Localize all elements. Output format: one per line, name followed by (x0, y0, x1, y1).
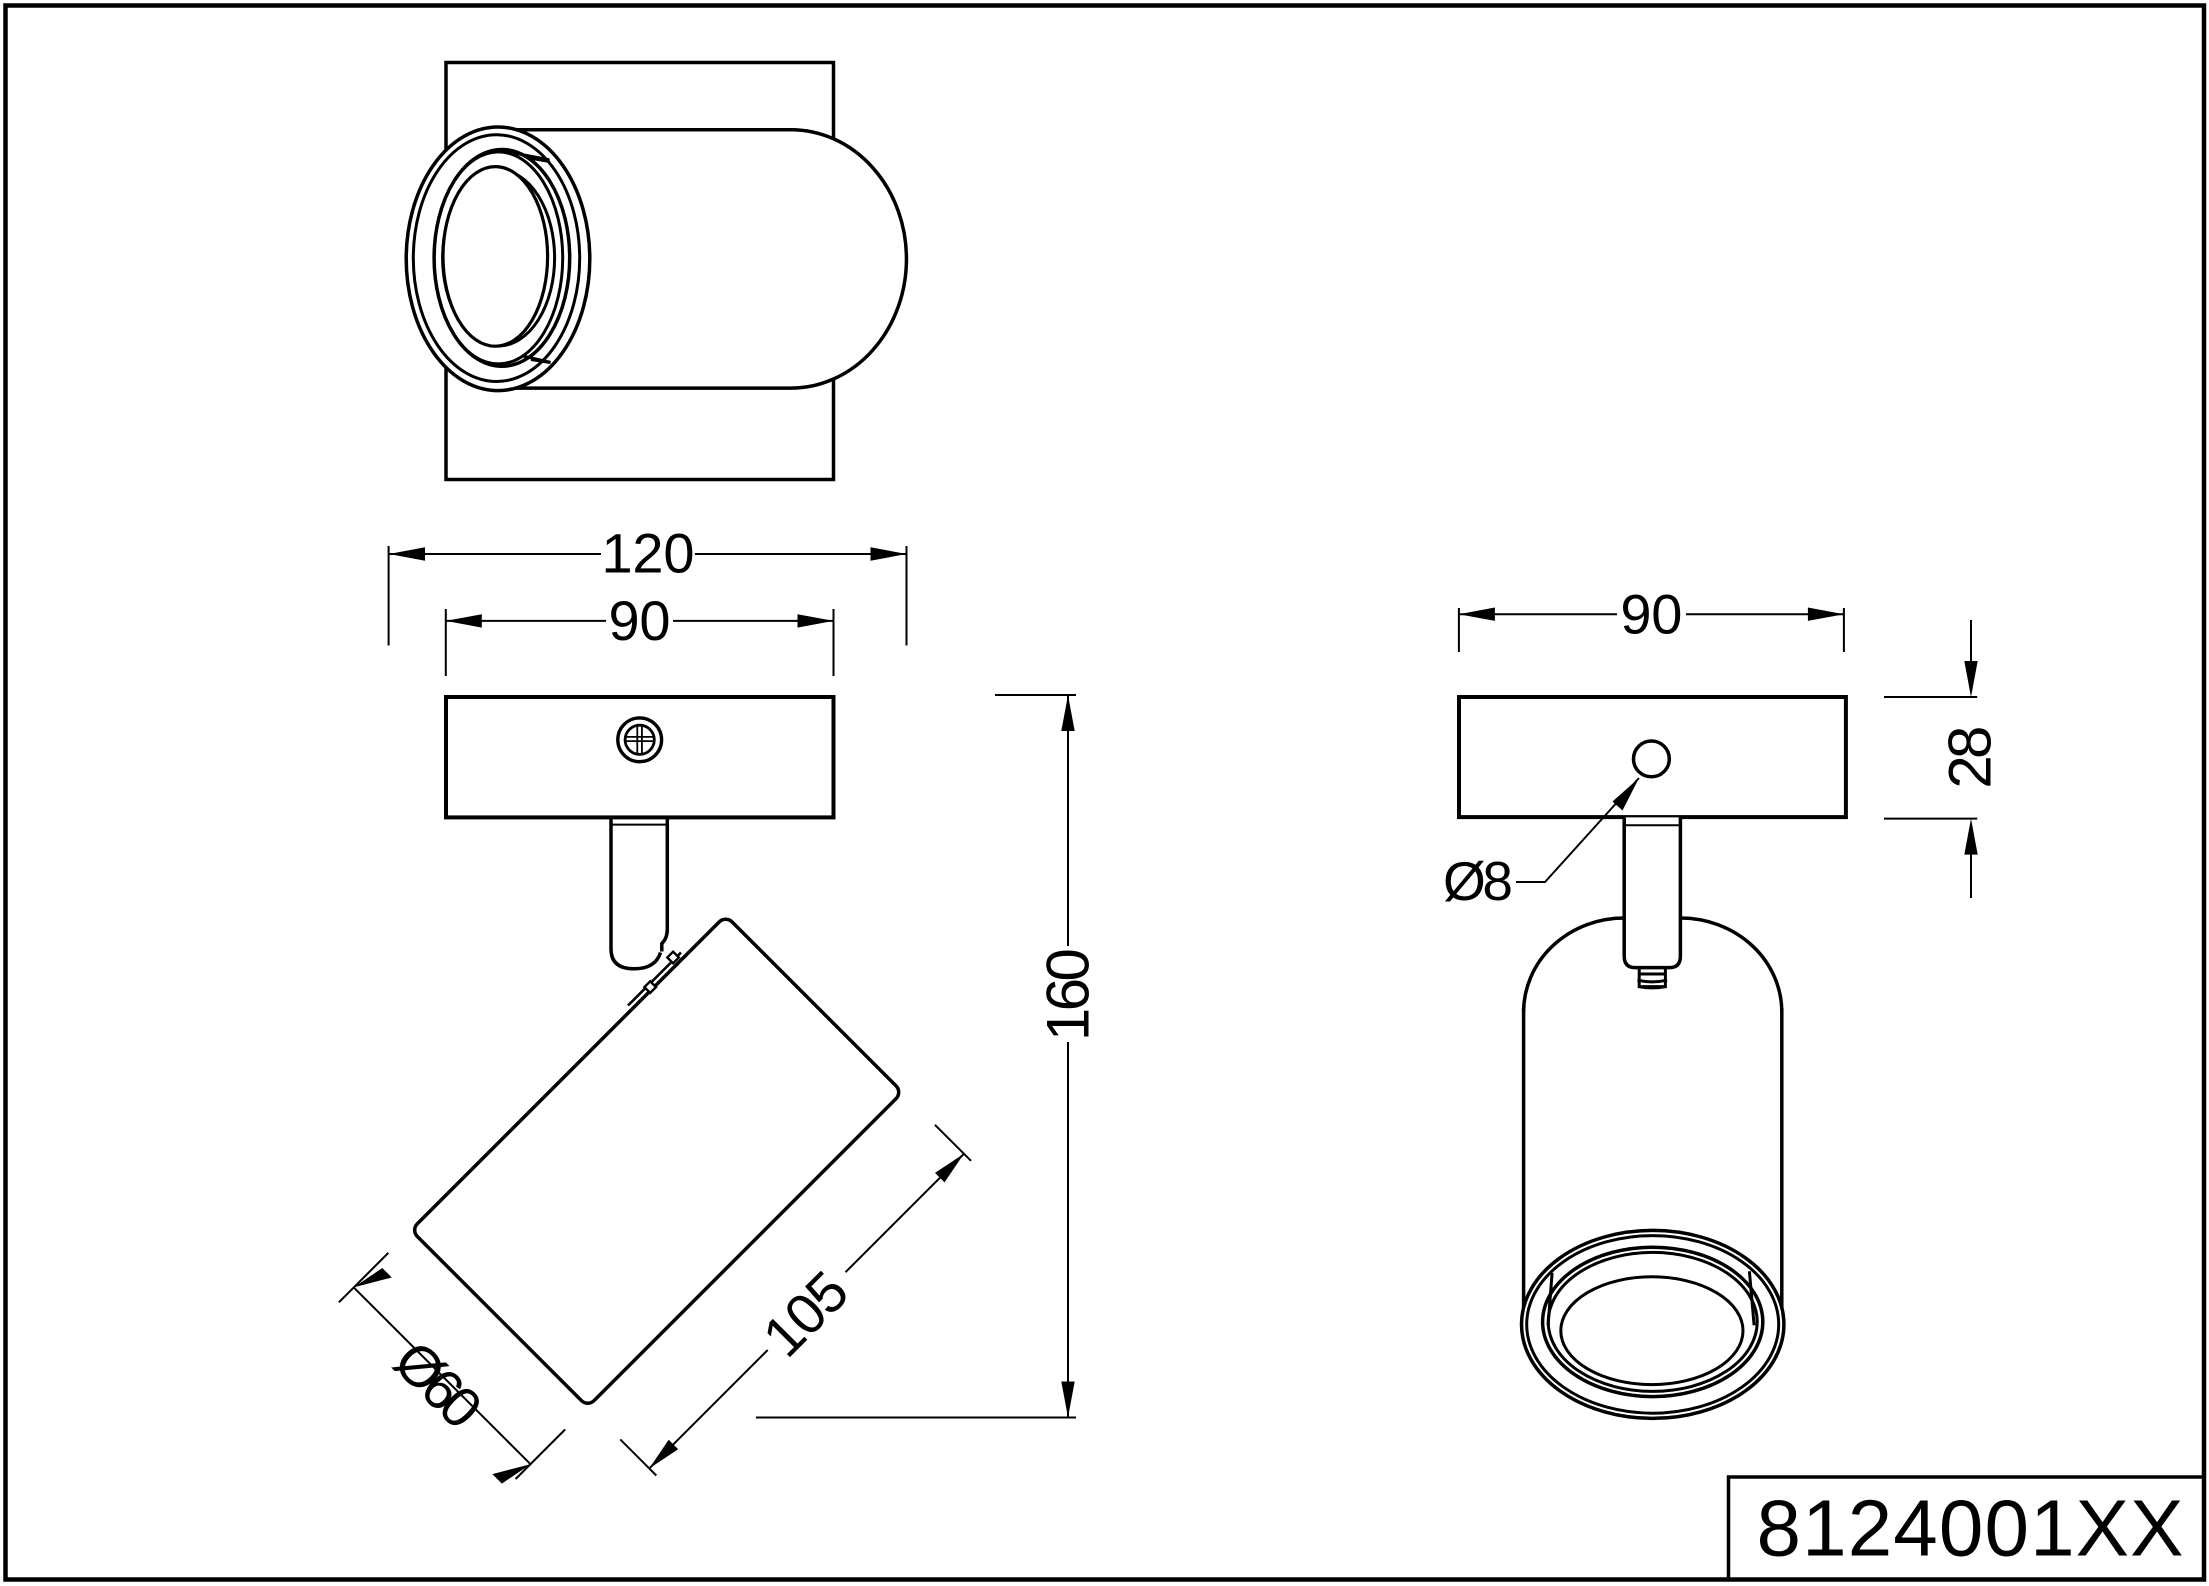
svg-text:90: 90 (609, 589, 671, 652)
svg-text:160: 160 (1035, 948, 1102, 1041)
svg-text:Ø8: Ø8 (1443, 850, 1513, 912)
svg-text:90: 90 (1620, 582, 1682, 645)
svg-text:28: 28 (1936, 726, 2003, 789)
svg-text:8124001XX: 8124001XX (1757, 1484, 2184, 1573)
svg-text:120: 120 (602, 522, 695, 585)
